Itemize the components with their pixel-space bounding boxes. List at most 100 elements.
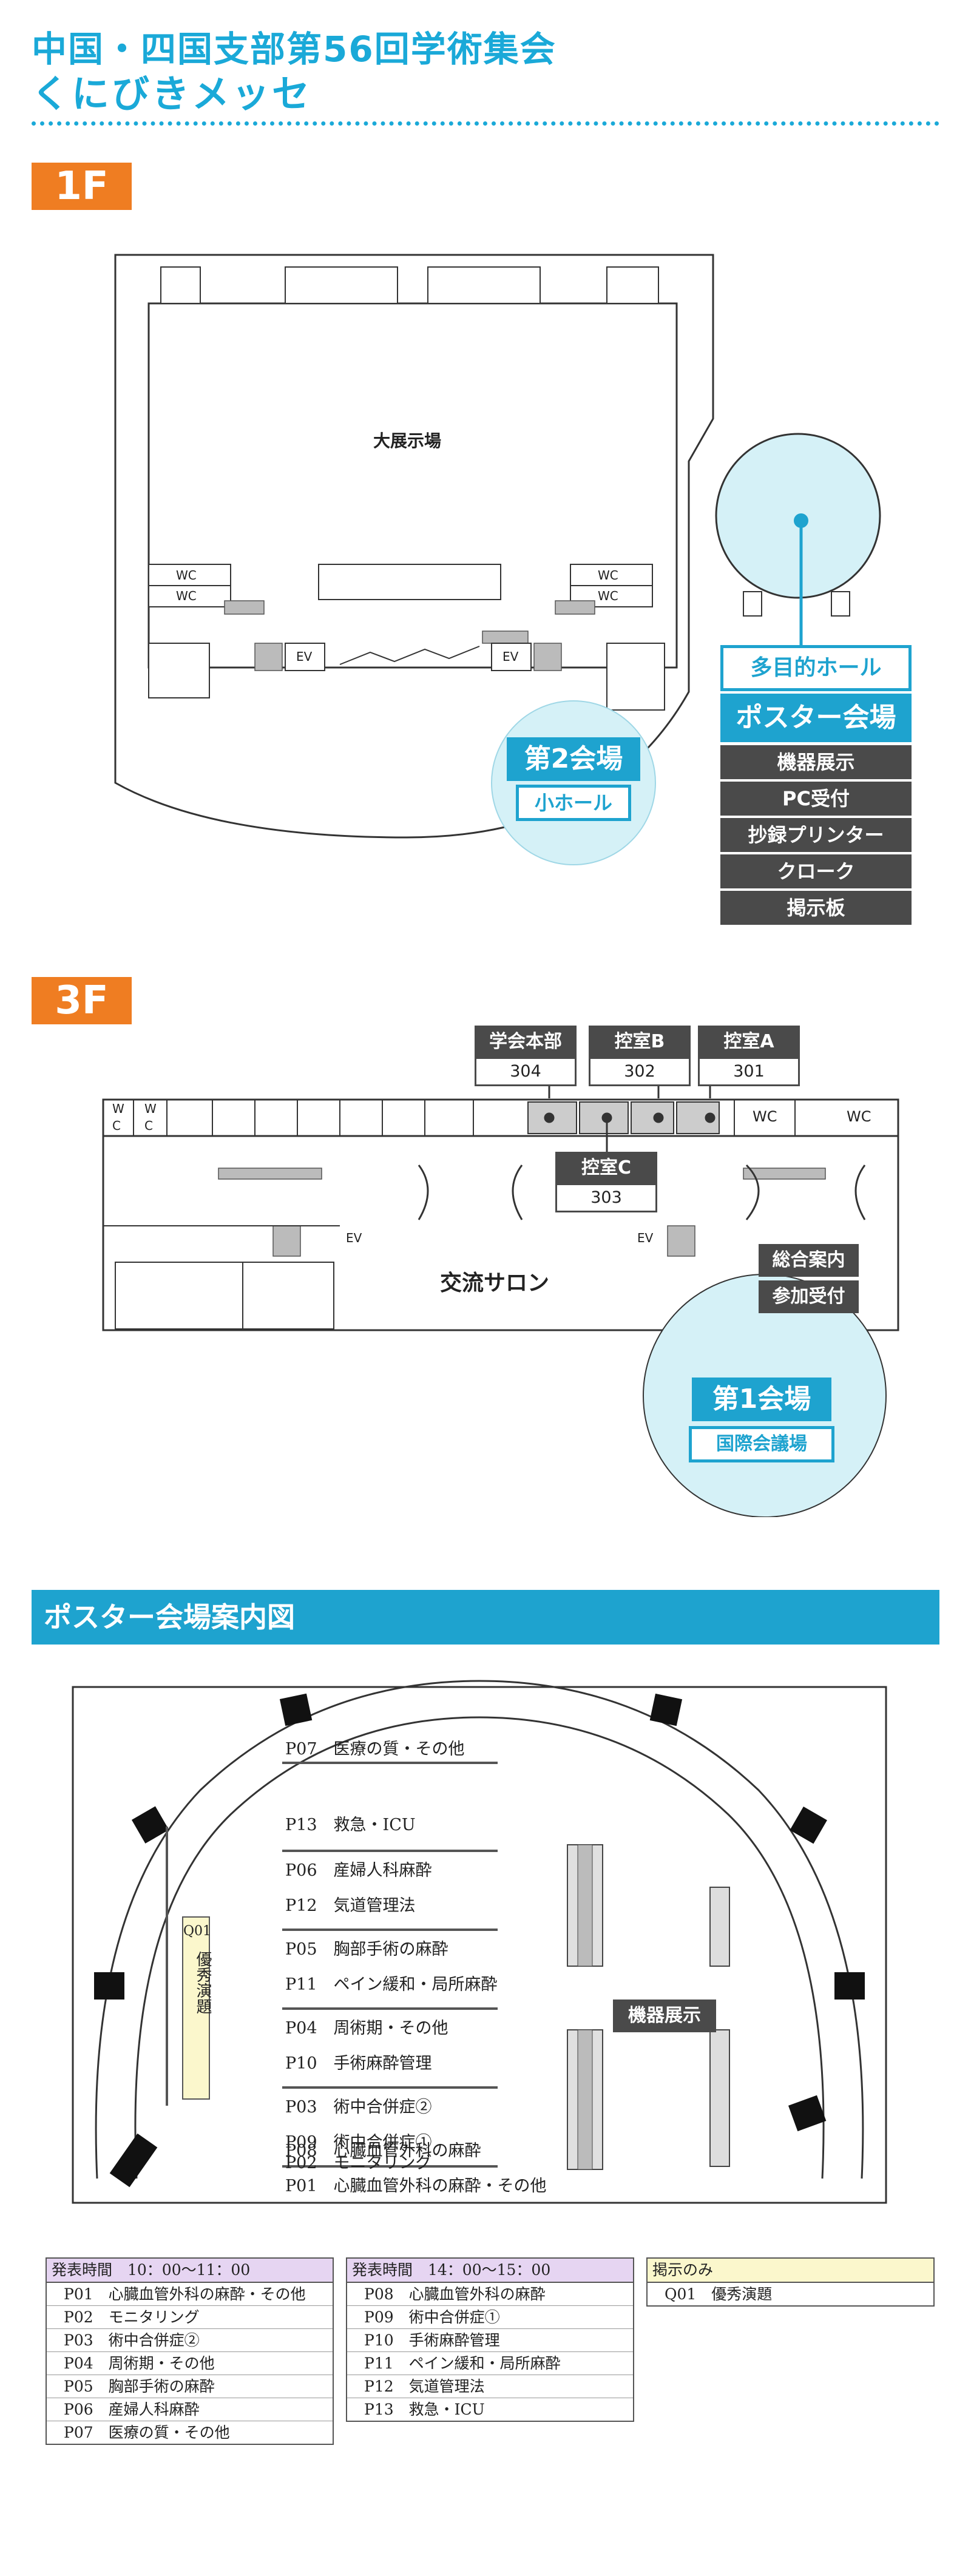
ev-label: EV: [346, 1231, 362, 1245]
room-number-302: 302: [589, 1057, 691, 1086]
poster-p05: P05 胸部手術の麻酔: [285, 1940, 448, 1959]
room-label-hq: 学会本部: [475, 1026, 577, 1058]
poster-p11: P11 ペイン緩和・局所麻酔: [285, 1975, 498, 1994]
wc-label: C: [112, 1118, 121, 1133]
legend-item: P02 モニタリング: [47, 2306, 333, 2329]
legend-item: P04 周術期・その他: [47, 2352, 333, 2375]
reception-desk: 参加受付: [759, 1280, 859, 1313]
arch: [745, 1164, 760, 1220]
wc-label: C: [144, 1118, 153, 1133]
wc-label: WC: [598, 589, 618, 603]
stairs: [272, 1225, 301, 1257]
center-platform: [318, 564, 501, 600]
legend-item: P09 術中合併症①: [347, 2306, 633, 2329]
service-pc-reception: PC受付: [720, 782, 912, 816]
stairs: [667, 1225, 695, 1257]
info-desk: 総合案内: [759, 1244, 859, 1277]
elevator-box: [491, 643, 532, 671]
legend-item: Q01 優秀演題: [665, 2285, 773, 2303]
wall-cutout: [160, 266, 201, 304]
legend-item: P01 心臓血管外科の麻酔・その他: [47, 2283, 333, 2306]
side-room: [606, 643, 665, 711]
floor-badge-1f: 1F: [32, 163, 132, 210]
room-band: [102, 1098, 899, 1137]
arch: [854, 1165, 866, 1220]
floor1-map: [114, 254, 881, 865]
main-hall-label: 大展示場: [373, 431, 442, 451]
legend-notice-header: 掲示のみ: [648, 2259, 933, 2283]
legend-item: P07 医療の質・その他: [64, 2424, 230, 2441]
legend-pm: 発表時間 14：00〜15：00 P08 心臓血管外科の麻酔 P09 術中合併症…: [346, 2257, 634, 2422]
wc-label: WC: [176, 568, 197, 583]
poster-p09: P09 術中合併症①: [285, 2133, 432, 2152]
wc-label: WC: [847, 1108, 871, 1125]
legend-item: P03 術中合併症②: [47, 2329, 333, 2352]
wc-label: WC: [753, 1108, 777, 1125]
room-number-301: 301: [698, 1057, 800, 1086]
poster-p04: P04 周術期・その他: [285, 2019, 448, 2038]
poster-p01: P01 心臓血管外科の麻酔・その他: [285, 2177, 547, 2196]
venue-name: くにびきメッセ: [32, 72, 313, 116]
multi-hall-label: 多目的ホール: [720, 645, 912, 691]
legend-pm-header: 発表時間 14：00〜15：00: [347, 2259, 633, 2283]
wc-label: W: [112, 1101, 124, 1116]
arch: [418, 1165, 429, 1220]
wall-cutout: [427, 266, 541, 304]
side-room: [148, 643, 210, 698]
room-label-c: 控室C: [555, 1152, 657, 1185]
service-abstract-printer: 抄録プリンター: [720, 818, 912, 852]
wall-cutout: [285, 266, 398, 304]
poster-p07: P07 医療の質・その他: [285, 1740, 465, 1759]
stairs: [224, 600, 595, 671]
award-code: Q01: [183, 1924, 212, 1939]
venue1-sub: 国際会議場: [689, 1426, 834, 1462]
equipment-label: 機器展示: [613, 2000, 716, 2032]
award-board: [182, 1916, 210, 2100]
room-label-b: 控室B: [589, 1026, 691, 1058]
elevator-box: [285, 643, 325, 671]
poster-boards: [166, 1762, 498, 2168]
ring-outer: [95, 1680, 864, 2179]
service-cloak: クローク: [720, 854, 912, 888]
room-label-a: 控室A: [698, 1026, 800, 1058]
page-title: 中国・四国支部第56回学術集会: [32, 29, 557, 70]
legend-item: P10 手術麻酔管理: [347, 2329, 633, 2352]
legend-item: P05 胸部手術の麻酔: [47, 2375, 333, 2398]
room-number-303: 303: [555, 1183, 657, 1212]
pillars: [94, 1693, 865, 2188]
wc-label: W: [144, 1101, 157, 1116]
legend-am: 発表時間 10：00〜11：00 P01 心臓血管外科の麻酔・その他 P02 モ…: [46, 2257, 334, 2445]
equipment-booths: [567, 1844, 730, 2170]
arch: [512, 1165, 523, 1220]
poster-p10: P10 手術麻酔管理: [285, 2054, 432, 2073]
stairs: [218, 1168, 322, 1180]
wc-label: WC: [598, 568, 618, 583]
venue2-sub: 小ホール: [516, 785, 631, 821]
poster-p06: P06 産婦人科麻酔: [285, 1861, 432, 1880]
legend-item: P11 ペイン緩和・局所麻酔: [347, 2352, 633, 2375]
header-divider: [32, 121, 939, 126]
service-bulletin-board: 掲示板: [720, 891, 912, 925]
poster-p08: P08 心臓血管外科の麻酔: [285, 2142, 481, 2160]
legend-item: P06 産婦人科麻酔: [47, 2398, 333, 2421]
legend-notice: 掲示のみ Q01 優秀演題: [646, 2257, 935, 2307]
wc-label: WC: [176, 589, 197, 603]
legend-item: P12 気道管理法: [347, 2375, 633, 2398]
room-number-304: 304: [475, 1057, 577, 1086]
venue2-title: 第2会場: [507, 737, 640, 781]
poster-p03: P03 術中合併症②: [285, 2098, 432, 2117]
poster-p12: P12 気道管理法: [285, 1896, 416, 1915]
wall-cutout: [606, 266, 659, 304]
stairs: [743, 1168, 826, 1180]
poster-section-title: ポスター会場案内図: [32, 1590, 939, 1645]
award-name: 優秀演題: [194, 1951, 212, 2014]
poster-p13: P13 救急・ICU: [285, 1816, 416, 1834]
side-room: [242, 1262, 334, 1330]
ev-label: EV: [502, 649, 519, 664]
floor-badge-3f: 3F: [32, 977, 132, 1024]
service-equipment: 機器展示: [720, 745, 912, 779]
legend-am-header: 発表時間 10：00〜11：00: [47, 2259, 333, 2283]
venue1-title: 第1会場: [692, 1378, 831, 1421]
room-302: [631, 1101, 674, 1134]
corridor-line: [339, 646, 480, 665]
